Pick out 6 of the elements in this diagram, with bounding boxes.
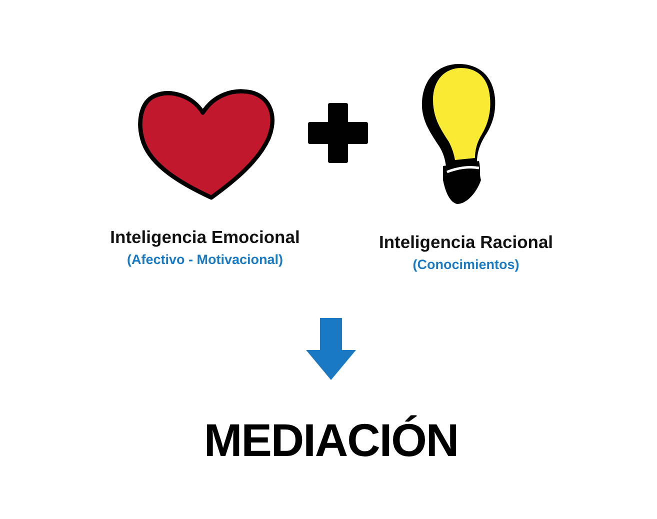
arrow	[306, 318, 356, 380]
node-title: MEDIACIÓN	[204, 414, 458, 467]
node-subtitle: (Conocimientos)	[412, 257, 520, 273]
node-title: Inteligencia Emocional	[110, 227, 300, 248]
node-subtitle: (Afectivo - Motivacional)	[127, 252, 283, 268]
node-title: Inteligencia Racional	[378, 232, 554, 252]
